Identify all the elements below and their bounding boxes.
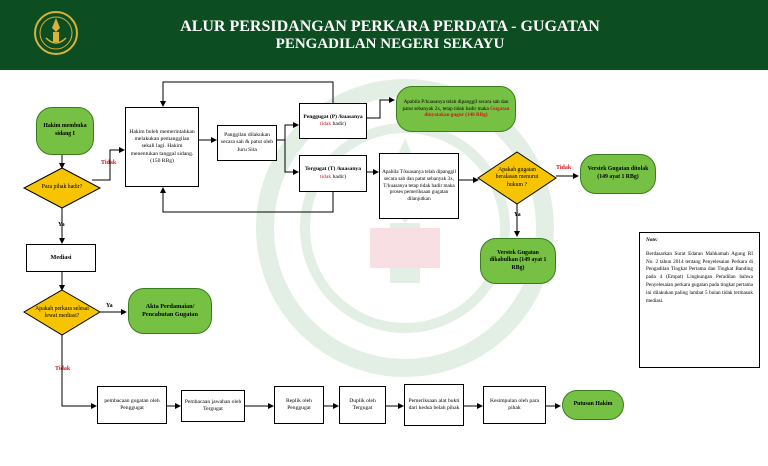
verstek-ditolak-node: Verstek Gugatan ditolak (149 ayat 1 RBg) <box>580 154 656 194</box>
edge-label-tidak-1: Tidak <box>101 160 117 166</box>
gugatan-gugur-node: Apabila P/kuasanya telah dipanggil secar… <box>396 86 516 132</box>
tergugat-text: Tergugat (T) /kuasanya <box>304 166 362 173</box>
penggugat-box: Penggugat (P) /kuasanya tidak hadir) <box>299 103 367 139</box>
penggugat-tidak: tidak <box>320 121 332 127</box>
step-pembacaan-gugatan: pembacaan gugatan oleh Penggugat <box>97 386 167 424</box>
step-pemeriksaan-bukti: Pemeriksaan alat bukti dari kedua belah … <box>404 384 464 426</box>
edge-label-ya-3: Ya <box>514 212 521 218</box>
putusan-hakim-node: Putusan Hakim <box>562 390 624 420</box>
penggugat-hadir: hadir) <box>331 121 346 127</box>
para-pihak-label: Para pihak hadir? <box>41 184 83 191</box>
step-kesimpulan: Kesimpulan oleh para pihak <box>483 386 546 424</box>
edge-label-ya-1: Ya <box>58 222 65 228</box>
penggugat-text: Penggugat (P) /kuasanya <box>303 113 363 120</box>
hakim-boleh-box: Hakim boleh memerintahkan melakukan pema… <box>125 107 199 187</box>
page-title: ALUR PERSIDANGAN PERKARA PERDATA - GUGAT… <box>180 18 600 35</box>
court-emblem-icon <box>34 11 78 55</box>
decision-diamond-mediasi <box>23 289 101 336</box>
step-replik: Replik oleh Penggugat <box>274 386 324 424</box>
header-banner: ALUR PERSIDANGAN PERKARA PERDATA - GUGAT… <box>0 0 768 70</box>
mediasi-box: Mediasi <box>26 244 96 272</box>
decision-diamond-gugatan <box>477 151 557 205</box>
tergugat-tidak: tidak <box>320 173 332 180</box>
verstek-dikabulkan-node: Verstek Gugatan dikabulkan (149 ayat 1 R… <box>480 238 556 284</box>
note-box: Note: Berdasarkan Surat Edaran Mahkamah … <box>639 232 760 368</box>
tergugat-hadir: hadir) <box>331 173 346 180</box>
gugur-highlight: Gugatan dinyatakan gugur (148 RBg) <box>424 105 510 119</box>
apakah-gugatan-label: Apakah gugatan beralasan menurut hukum ? <box>495 167 539 188</box>
panggilan-box: Panggilan dilakukan secara sah & patut o… <box>217 125 277 161</box>
decision-diamond-para-pihak <box>22 167 102 209</box>
tergugat-lanjut-box: Apabila T/kuasanya telah dipanggil secar… <box>379 153 459 219</box>
page-subtitle: PENGADILAN NEGERI SEKAYU <box>275 36 505 52</box>
apakah-mediasi-label: Apakah perkara selesai lewat mediasi? <box>35 305 89 319</box>
tergugat-box: Tergugat (T) /kuasanya tidak hadir) <box>299 155 367 192</box>
note-title: Note: <box>646 237 658 243</box>
edge-label-ya-2: Ya <box>106 303 113 309</box>
akta-perdamaian-node: Akta Perdamaian/ Pencabutan Gugatan <box>128 288 212 334</box>
note-body: Berdasarkan Surat Edaran Mahkamah Agung … <box>646 250 753 304</box>
step-duplik: Duplik oleh Tergugat <box>339 386 386 424</box>
step-pembacaan-jawaban: Pembacaan jawaban oleh Tergugat <box>181 390 245 422</box>
edge-label-tidak-2: Tidak <box>55 366 71 372</box>
gugur-text: Apabila P/kuasanya telah dipanggil secar… <box>402 98 509 112</box>
edge-label-tidak-3: Tidak <box>556 165 572 171</box>
start-hakim-membuka-sidang: Hakim membuka sidang I <box>36 107 94 155</box>
